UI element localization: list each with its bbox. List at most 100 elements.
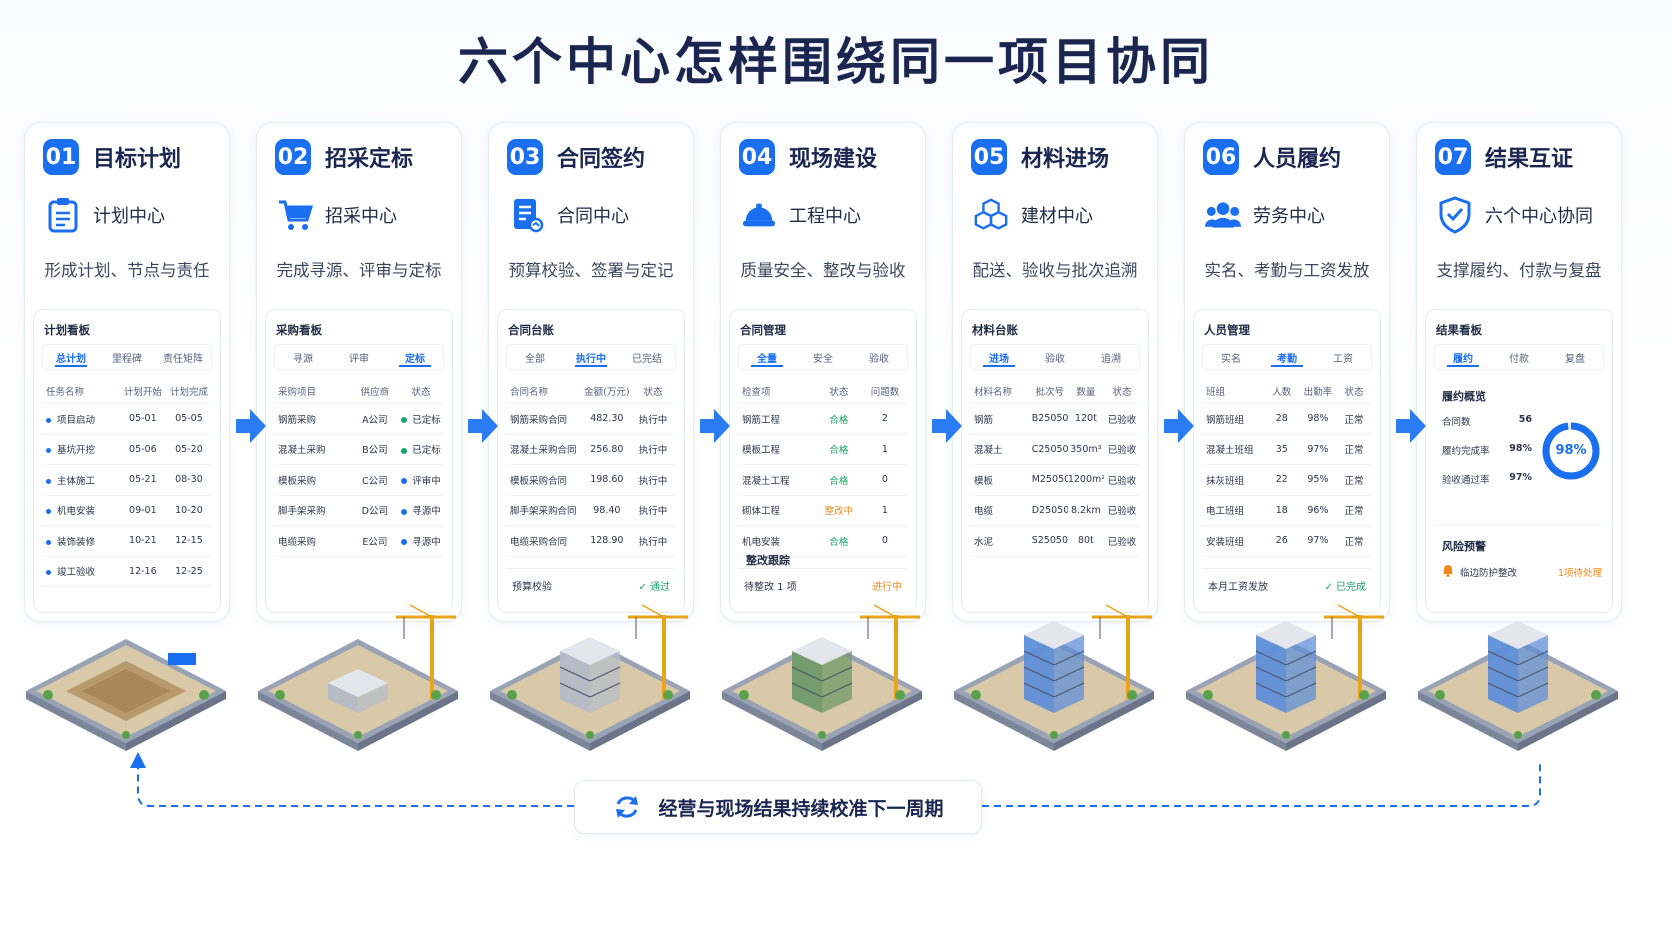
step-title: 现场建设 <box>789 147 878 172</box>
footer-label: 预算校验 <box>512 582 552 593</box>
dashboard-card: 材料台账进场验收追溯材料名称批次号数量状态钢筋B250501120t已验收混凝土… <box>961 309 1149 613</box>
table-cell: 120t <box>1074 413 1097 425</box>
tab-item[interactable]: 寻源 <box>293 353 313 365</box>
tab-item[interactable]: 考勤 <box>1259 345 1315 369</box>
table-cell: 0 <box>881 474 888 486</box>
table-cell: 12-16 <box>129 565 157 577</box>
table-cell: 10-20 <box>175 504 203 516</box>
tab-item[interactable]: 定标 <box>387 345 443 369</box>
tab-item[interactable]: 验收 <box>1045 353 1065 365</box>
tab-item[interactable]: 复盘 <box>1565 353 1585 365</box>
tab-item[interactable]: 全部 <box>525 353 545 365</box>
tab-item[interactable]: 付款 <box>1509 353 1529 365</box>
table-cell: B公司 <box>362 445 388 457</box>
column-header: 人数 <box>1272 386 1292 398</box>
column-header: 班组 <box>1206 386 1226 398</box>
table-cell: 执行中 <box>638 414 668 426</box>
table-cell: 35 <box>1275 443 1288 455</box>
tab-item[interactable]: 进场 <box>971 345 1027 369</box>
center-row: 计划中心 <box>45 197 165 233</box>
center-row: 劳务中心 <box>1205 197 1325 233</box>
tab-bar: 寻源 评审 定标 <box>274 344 444 370</box>
step-title: 人员履约 <box>1253 147 1342 172</box>
table-cell: S250505 <box>1031 535 1068 547</box>
tab-item[interactable]: 里程碑 <box>112 353 142 365</box>
column-header: 检查项 <box>742 386 771 398</box>
tab-item[interactable]: 全量 <box>739 345 795 369</box>
table-cell: 模板采购 <box>278 475 317 487</box>
stat-value: 97% <box>1509 472 1532 483</box>
status-text: 已定标 <box>412 445 441 457</box>
table-cell: 混凝土采购合同 <box>510 445 577 457</box>
table-header: 材料名称批次号数量状态 <box>970 378 1140 404</box>
table-cell: 合格 <box>829 475 849 487</box>
tab-item[interactable]: 工资 <box>1333 353 1353 365</box>
cart-icon <box>277 197 313 233</box>
table-cell: 482.30 <box>590 413 624 425</box>
table-cell: 模板 <box>974 475 994 487</box>
contract-icon <box>509 197 545 233</box>
stage-description: 支撑履约、付款与复盘 <box>1436 261 1602 280</box>
overview-title: 履约概览 <box>1442 390 1486 403</box>
column-header: 状态 <box>411 386 431 398</box>
risk-status: 1项待处理 <box>1557 568 1602 579</box>
construction-site-illustration <box>18 595 234 753</box>
shield-icon <box>1437 196 1473 234</box>
tab-item[interactable]: 追溯 <box>1101 353 1121 365</box>
card-title: 合同台账 <box>508 323 554 337</box>
flow-arrow-icon <box>932 406 962 446</box>
table-cell: 脚手架采购 <box>278 506 326 518</box>
tab-item[interactable]: 执行中 <box>563 345 619 369</box>
table-cell: 寻源中 <box>398 503 444 517</box>
construction-site-illustration <box>1178 595 1394 753</box>
tab-item[interactable]: 已完结 <box>632 353 662 365</box>
tab-item[interactable]: 安全 <box>813 353 833 365</box>
table-cell: 混凝土工程 <box>742 475 790 487</box>
tab-item[interactable]: 评审 <box>349 353 369 365</box>
flow-arrow-icon <box>1164 406 1194 446</box>
center-name: 合同中心 <box>557 206 629 227</box>
tab-item[interactable]: 责任矩阵 <box>163 353 203 365</box>
table-cell: 98.40 <box>593 504 621 516</box>
tab-item[interactable]: 履约 <box>1435 345 1491 369</box>
table-cell: 项目启动 <box>42 412 120 426</box>
tab-item[interactable]: 验收 <box>869 353 889 365</box>
column-header: 状态 <box>643 386 663 398</box>
footer-status: ✓ 已完成 <box>1324 582 1366 593</box>
column-header: 批次号 <box>1035 386 1065 398</box>
table-cell: 128.90 <box>590 535 624 547</box>
column-header: 供应商 <box>360 386 390 398</box>
table-cell: 钢筋采购 <box>278 414 317 426</box>
card-title: 人员管理 <box>1204 323 1250 337</box>
tab-item[interactable]: 实名 <box>1221 353 1241 365</box>
table-cell: 安装班组 <box>1206 536 1245 548</box>
center-row: 招采中心 <box>277 197 397 233</box>
table-cell: 26 <box>1275 535 1288 547</box>
column-header: 计划开始 <box>123 386 162 398</box>
table-cell: 22 <box>1275 474 1288 486</box>
table-cell: 模板工程 <box>742 445 781 457</box>
tab-item[interactable]: 总计划 <box>43 345 99 369</box>
table-cell: 抹灰班组 <box>1206 475 1245 487</box>
